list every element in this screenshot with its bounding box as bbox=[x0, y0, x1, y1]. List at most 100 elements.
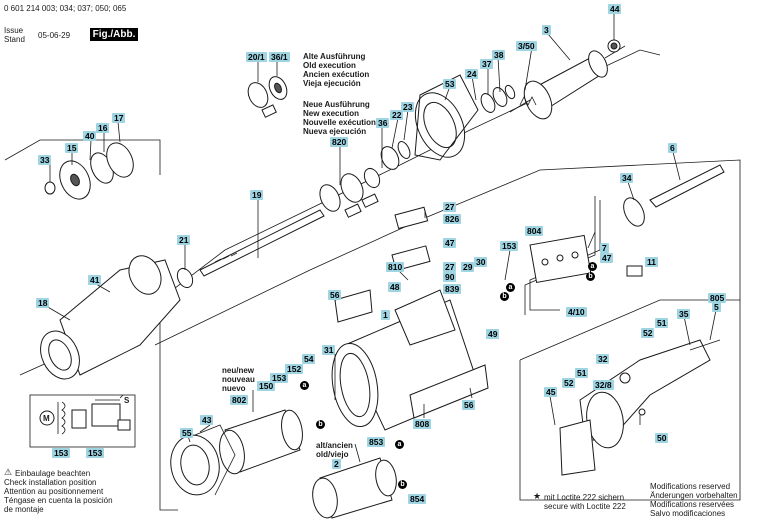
part-label-37: 37 bbox=[480, 59, 494, 69]
part-label-30: 30 bbox=[474, 257, 488, 267]
part-label-20-1: 20/1 bbox=[246, 52, 267, 62]
part-label-7: 7 bbox=[600, 243, 609, 253]
install-notice-de: Einbaulage beachten bbox=[15, 469, 91, 478]
front-cover-drawing bbox=[170, 424, 236, 496]
install-notice-fr: Attention au positionnement bbox=[4, 487, 104, 496]
install-notice-en: Check installation position bbox=[4, 478, 97, 487]
part-label-44: 44 bbox=[608, 4, 622, 14]
old-stator-label-2: old/viejo bbox=[316, 450, 349, 459]
marker-a: a bbox=[300, 381, 309, 390]
part-label-45: 45 bbox=[544, 387, 558, 397]
issue-label: Issue bbox=[4, 26, 24, 35]
part-label-808: 808 bbox=[413, 419, 432, 429]
part-label-53: 53 bbox=[443, 79, 457, 89]
old-execution-en: Old execution bbox=[303, 61, 356, 70]
part-label-4-10: 4/10 bbox=[566, 307, 587, 317]
stand-label: Stand bbox=[4, 35, 25, 44]
part-label-6: 6 bbox=[668, 143, 677, 153]
marker-b: b bbox=[316, 420, 325, 429]
part-label-51: 51 bbox=[655, 318, 669, 328]
stator-old-drawing bbox=[312, 457, 397, 519]
cable-drawing bbox=[524, 164, 725, 315]
document-number: 0 601 214 003; 034; 037; 050; 065 bbox=[4, 4, 127, 13]
modifications-fr: Modifications reservées bbox=[650, 500, 735, 509]
center-panel-frame bbox=[154, 159, 741, 346]
part-label-40: 40 bbox=[83, 131, 97, 141]
part-label-839: 839 bbox=[443, 284, 462, 294]
part-label-5: 5 bbox=[712, 302, 721, 312]
switch-drawing bbox=[529, 234, 643, 284]
gear-housing-drawing bbox=[40, 255, 181, 380]
part-label-43: 43 bbox=[200, 415, 214, 425]
motor-housing-drawing bbox=[331, 206, 489, 431]
part-label-21: 21 bbox=[177, 235, 191, 245]
part-label-804: 804 bbox=[525, 226, 544, 236]
part-label-150: 150 bbox=[257, 381, 276, 391]
part-label-27: 27 bbox=[443, 202, 457, 212]
armature-drawing bbox=[509, 39, 626, 120]
figure-label: Fig./Abb. 1 bbox=[90, 28, 138, 53]
spindle-nose-drawing bbox=[44, 142, 134, 200]
modifications-de: Änderungen vorbehalten bbox=[650, 491, 738, 500]
part-label-22: 22 bbox=[390, 110, 404, 120]
old-execution-fr: Ancien exécution bbox=[303, 70, 370, 79]
right-panel-frame bbox=[519, 299, 741, 501]
marker-a: a bbox=[395, 440, 404, 449]
part-label-32-8: 32/8 bbox=[593, 380, 614, 390]
part-label-51: 51 bbox=[575, 368, 589, 378]
part-label-55: 55 bbox=[180, 428, 194, 438]
part-label-826: 826 bbox=[443, 214, 462, 224]
part-label-36-1: 36/1 bbox=[269, 52, 290, 62]
new-stator-label-2: nouveau bbox=[222, 375, 255, 384]
part-label-90: 90 bbox=[443, 272, 457, 282]
new-execution-es: Nueva ejecución bbox=[303, 127, 367, 136]
issue-date: 05-06-29 bbox=[38, 31, 71, 40]
part-label-54: 54 bbox=[302, 354, 316, 364]
bearing-housing-drawing bbox=[380, 74, 516, 170]
part-label-41: 41 bbox=[88, 275, 102, 285]
part-label-153: 153 bbox=[270, 373, 289, 383]
handle-drawing bbox=[559, 339, 721, 476]
part-label-35: 35 bbox=[677, 309, 691, 319]
part-label-1: 1 bbox=[381, 310, 390, 320]
part-label-2: 2 bbox=[332, 459, 341, 469]
new-execution-de: Neue Ausführung bbox=[303, 100, 370, 109]
part-label-48: 48 bbox=[388, 282, 402, 292]
part-label-52: 52 bbox=[641, 328, 655, 338]
part-label-32: 32 bbox=[596, 354, 610, 364]
part-label-27: 27 bbox=[443, 262, 457, 272]
stator-new-drawing bbox=[219, 409, 303, 475]
part-label-3: 3 bbox=[542, 25, 551, 35]
leader-lines bbox=[45, 14, 719, 463]
spindle-shaft-drawing bbox=[176, 209, 325, 289]
new-execution-en: New execution bbox=[303, 109, 360, 118]
part-label-153: 153 bbox=[86, 448, 105, 458]
new-stator-label-3: nuevo bbox=[222, 384, 246, 393]
part-label-153: 153 bbox=[500, 241, 519, 251]
new-stator-label-1: neu/new bbox=[222, 366, 255, 375]
new-execution-fr: Nouvelle exécution bbox=[303, 118, 376, 127]
part-label-152: 152 bbox=[285, 364, 304, 374]
marker-b: b bbox=[398, 480, 407, 489]
old-execution-bearings-drawing bbox=[247, 76, 288, 118]
part-label-19: 19 bbox=[250, 190, 264, 200]
loctite-note-en: secure with Loctite 222 bbox=[544, 502, 626, 511]
part-label-47: 47 bbox=[443, 238, 457, 248]
part-label-3-50: 3/50 bbox=[516, 41, 537, 51]
part-label-17: 17 bbox=[112, 113, 126, 123]
part-label-56: 56 bbox=[328, 290, 342, 300]
marker-a: a bbox=[506, 283, 515, 292]
part-label-820: 820 bbox=[330, 137, 349, 147]
install-notice-es-2: de montaje bbox=[4, 505, 44, 514]
marker-a: a bbox=[588, 262, 597, 271]
part-label-23: 23 bbox=[401, 102, 415, 112]
modifications-es: Salvo modificaciones bbox=[650, 509, 726, 518]
part-label-34: 34 bbox=[620, 173, 634, 183]
part-label-56: 56 bbox=[462, 400, 476, 410]
part-label-153: 153 bbox=[52, 448, 71, 458]
part-label-854: 854 bbox=[408, 494, 427, 504]
old-execution-es: Vieja ejecución bbox=[303, 79, 361, 88]
left-panel-frame bbox=[4, 139, 161, 175]
